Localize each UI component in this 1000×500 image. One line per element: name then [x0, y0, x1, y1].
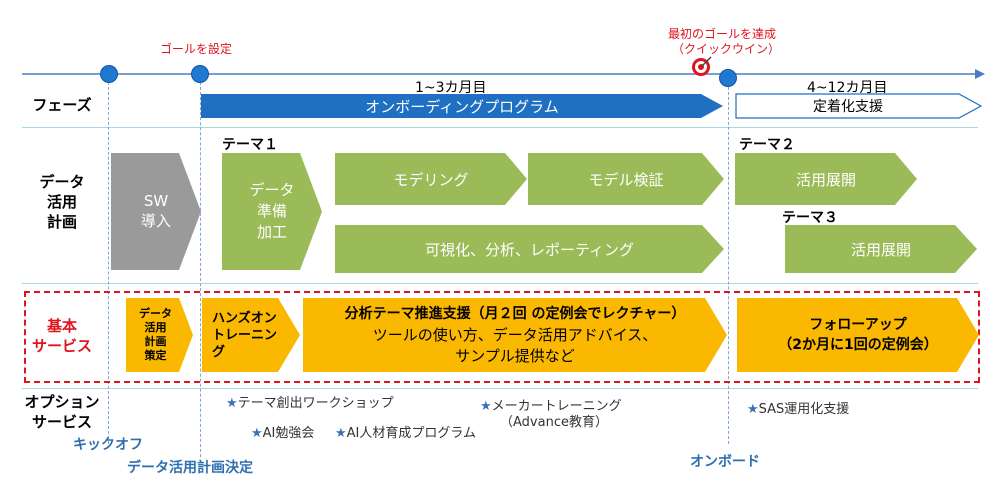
handson-line2: トレーニン	[212, 327, 278, 343]
deploy2-arrow: 活用展開	[735, 153, 917, 205]
phase1-bar: オンボーディングプログラム	[201, 94, 723, 118]
theme3-label: テーマ３	[782, 210, 838, 226]
row-label-option-1: オプション	[24, 393, 100, 411]
star-icon: ★	[226, 396, 238, 411]
row-label-phase: フェーズ	[32, 96, 92, 114]
theme2-label: テーマ２	[739, 137, 795, 153]
phase2-period: 4~12カ月目	[807, 80, 888, 96]
basic-services-frame	[24, 291, 980, 383]
kickoff-line	[108, 82, 109, 444]
followup-arrow: フォローアップ （2か月に1回の定例会）	[737, 298, 979, 372]
data-prep-line3: 加工	[256, 223, 287, 241]
handson-line3: グ	[212, 344, 226, 360]
quickwin-label-2: （クイックウイン）	[672, 42, 781, 56]
plan-making-line4: 策定	[144, 349, 167, 362]
option-ai-study-label: AI勉強会	[262, 426, 315, 441]
star-icon: ★	[480, 399, 492, 414]
theme1-label: テーマ１	[222, 137, 278, 153]
sw-install-line1: SW	[143, 192, 169, 210]
option-ai-study: ★AI勉強会	[251, 422, 314, 441]
plan-making-line3: 計画	[144, 335, 167, 348]
phase2-bar-outline	[735, 93, 983, 119]
deploy3-label: 活用展開	[850, 240, 911, 259]
deploy3-arrow: 活用展開	[785, 225, 977, 273]
row-label-option-2: サービス	[31, 413, 92, 431]
plan-making-line1: データ	[139, 307, 172, 320]
validation-arrow: モデル検証	[528, 153, 724, 205]
row-label-basic-2: サービス	[31, 337, 92, 355]
star-icon: ★	[335, 426, 347, 441]
support-title: 分析テーマ推進支援（月２回 の定例会でレクチャー）	[344, 305, 686, 322]
plan-decided-line	[200, 82, 201, 457]
goal-label: ゴールを設定	[160, 42, 233, 56]
star-icon: ★	[251, 426, 263, 441]
handson-line1: ハンズオン	[212, 310, 277, 326]
deploy2-label: 活用展開	[795, 170, 856, 189]
option-maker-advance: （Advance教育）	[500, 415, 608, 430]
data-prep-arrow: データ 準備 加工	[222, 153, 322, 270]
option-ai-hr-label: AI人材育成プログラム	[346, 426, 476, 441]
option-workshop: ★テーマ創出ワークショップ	[226, 392, 394, 411]
option-sas-label: SAS運用化支援	[758, 402, 850, 417]
sw-install-arrow: SW 導入	[111, 153, 201, 270]
milestone-plan-decided: データ活用計画決定	[127, 460, 253, 476]
phase1-period: 1~3カ月目	[415, 80, 487, 96]
separator-option-top	[22, 388, 978, 389]
followup-line1: フォローアップ	[809, 317, 907, 333]
row-label-data-plan: データ 活用 計画	[22, 172, 102, 232]
handson-arrow: ハンズオン トレーニン グ	[202, 298, 300, 372]
modeling-label: モデリング	[393, 170, 469, 189]
sw-install-line2: 導入	[140, 212, 171, 230]
phase2-bar: 定着化支援	[735, 93, 961, 119]
separator-phase-top	[22, 127, 978, 128]
data-prep-line1: データ	[249, 181, 295, 199]
viz-arrow: 可視化、分析、レポーティング	[335, 225, 724, 273]
phase1-name: オンボーディングプログラム	[365, 97, 559, 116]
separator-data-bottom	[22, 283, 978, 284]
plan-making-arrow: データ 活用 計画 策定	[126, 298, 193, 372]
row-label-option: オプション サービス	[22, 392, 102, 432]
option-maker-training: ★メーカートレーニング	[480, 395, 622, 414]
milestone-onboard: オンボード	[690, 454, 760, 470]
plan-making-line2: 活用	[144, 321, 167, 334]
support-arrow: 分析テーマ推進支援（月２回 の定例会でレクチャー） ツールの使い方、データ活用ア…	[303, 298, 727, 372]
followup-line2: （2か月に1回の定例会）	[778, 337, 938, 353]
target-icon	[692, 56, 712, 76]
option-sas: ★SAS運用化支援	[747, 398, 849, 417]
row-label-data-plan-1: データ	[39, 173, 85, 191]
modeling-arrow: モデリング	[335, 153, 527, 205]
star-icon: ★	[747, 402, 759, 417]
row-label-basic: 基本 サービス	[22, 316, 102, 356]
data-prep-line2: 準備	[256, 202, 287, 220]
row-label-data-plan-3: 計画	[46, 213, 77, 231]
row-label-data-plan-2: 活用	[46, 193, 77, 211]
kickoff-dot	[100, 65, 118, 83]
validation-label: モデル検証	[588, 170, 664, 189]
goal-dot	[191, 65, 209, 83]
support-line3: サンプル提供など	[455, 346, 575, 365]
row-label-basic-1: 基本	[46, 317, 77, 335]
onboard-line	[728, 82, 729, 444]
support-line2: ツールの使い方、データ活用アドバイス、	[372, 325, 658, 344]
phase2-name: 定着化支援	[813, 99, 883, 115]
viz-label: 可視化、分析、レポーティング	[424, 240, 635, 259]
onboard-dot	[719, 69, 737, 87]
milestone-kickoff: キックオフ	[73, 437, 143, 453]
option-ai-hr: ★AI人材育成プログラム	[335, 422, 476, 441]
option-maker-label: メーカートレーニング	[491, 399, 622, 414]
option-workshop-label: テーマ創出ワークショップ	[237, 396, 394, 411]
quickwin-label-1: 最初のゴールを達成	[668, 27, 777, 41]
